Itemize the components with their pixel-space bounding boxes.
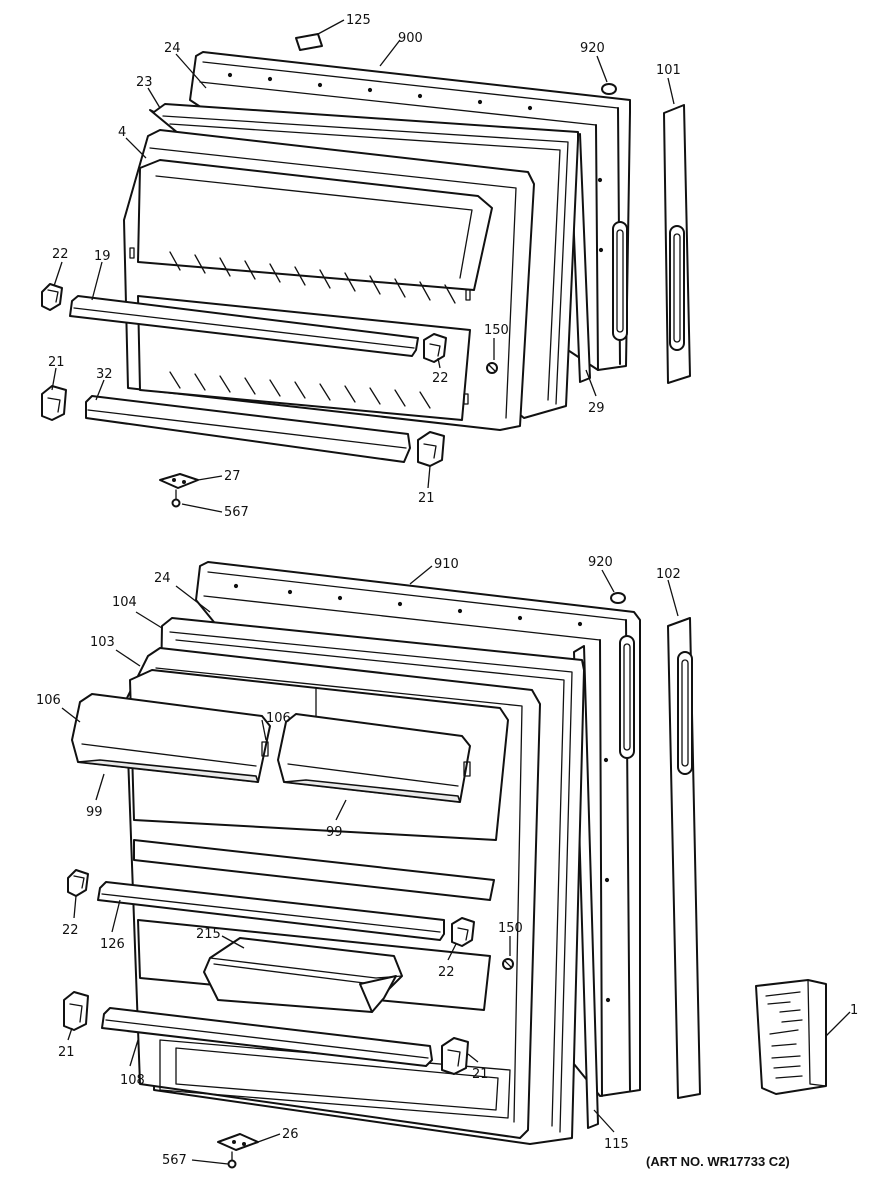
label-26: 26 bbox=[282, 1127, 299, 1142]
part-22-clip-bottom-left bbox=[67, 869, 89, 897]
label-150-top: 150 bbox=[484, 323, 509, 338]
part-215-bin bbox=[203, 937, 403, 1013]
label-104: 104 bbox=[112, 595, 137, 610]
label-910: 910 bbox=[434, 557, 459, 572]
label-99-b: 99 bbox=[326, 825, 343, 840]
label-900: 900 bbox=[398, 31, 423, 46]
label-22-d: 22 bbox=[438, 965, 455, 980]
part-22-clip-right bbox=[423, 333, 447, 363]
label-101: 101 bbox=[656, 63, 681, 78]
label-21-d: 21 bbox=[472, 1067, 489, 1082]
leader-lines-bottom bbox=[61, 565, 851, 1165]
part-1-booklet bbox=[755, 979, 827, 1095]
label-24-bottom: 24 bbox=[154, 571, 171, 586]
part-26-hinge-plate bbox=[217, 1133, 259, 1151]
part-32-shelf-bar bbox=[85, 395, 411, 463]
part-150-screw-top bbox=[486, 362, 498, 374]
callout-labels: 125 900 920 101 24 23 4 22 19 21 32 150 … bbox=[36, 13, 858, 1169]
part-102-handle-strip bbox=[667, 617, 701, 1099]
label-215: 215 bbox=[196, 927, 221, 942]
part-920-plug-top bbox=[601, 83, 617, 95]
fresh-food-door-assembly bbox=[61, 561, 851, 1169]
part-150-screw-bottom bbox=[502, 958, 514, 970]
label-22-a: 22 bbox=[52, 247, 69, 262]
part-101-handle-strip bbox=[663, 104, 691, 384]
label-103: 103 bbox=[90, 635, 115, 650]
part-106-dairy-door-left bbox=[71, 693, 271, 783]
label-29: 29 bbox=[588, 401, 605, 416]
label-920-bottom: 920 bbox=[588, 555, 613, 570]
label-920-top: 920 bbox=[580, 41, 605, 56]
label-22-c: 22 bbox=[62, 923, 79, 938]
part-21-clip-left bbox=[41, 385, 67, 421]
part-125-plate bbox=[295, 33, 323, 51]
label-125: 125 bbox=[346, 13, 371, 28]
label-567-bottom: 567 bbox=[162, 1153, 187, 1168]
part-21-clip-bottom-left bbox=[63, 991, 89, 1031]
label-126: 126 bbox=[100, 937, 125, 952]
part-21-clip-right bbox=[417, 431, 445, 467]
part-106-dairy-door-right bbox=[277, 713, 471, 803]
label-102: 102 bbox=[656, 567, 681, 582]
label-19: 19 bbox=[94, 249, 111, 264]
label-21-b: 21 bbox=[418, 491, 435, 506]
label-4: 4 bbox=[118, 125, 126, 140]
part-920-plug-bottom bbox=[610, 592, 626, 604]
freezer-door-assembly bbox=[41, 19, 691, 513]
leader-lines-top bbox=[51, 19, 675, 513]
label-1: 1 bbox=[850, 1003, 858, 1018]
part-27-hinge-plate bbox=[159, 473, 199, 489]
part-108-shelf-bar bbox=[101, 1007, 433, 1067]
part-567-screw-top bbox=[171, 489, 181, 508]
part-126-shelf-bar bbox=[97, 881, 445, 941]
label-108: 108 bbox=[120, 1073, 145, 1088]
label-23: 23 bbox=[136, 75, 153, 90]
label-115: 115 bbox=[604, 1137, 629, 1152]
label-27: 27 bbox=[224, 469, 241, 484]
label-21-a: 21 bbox=[48, 355, 65, 370]
label-24-top: 24 bbox=[164, 41, 181, 56]
part-21-clip-bottom-right bbox=[441, 1037, 469, 1075]
part-22-clip-left bbox=[41, 283, 63, 311]
label-150-bottom: 150 bbox=[498, 921, 523, 936]
part-19-shelf-bar bbox=[69, 295, 419, 357]
label-32: 32 bbox=[96, 367, 113, 382]
part-4-inner-liner bbox=[123, 129, 535, 431]
label-106-b: 106 bbox=[266, 711, 291, 726]
label-567-top: 567 bbox=[224, 505, 249, 520]
label-22-b: 22 bbox=[432, 371, 449, 386]
label-106-a: 106 bbox=[36, 693, 61, 708]
art-number: (ART NO. WR17733 C2) bbox=[646, 1154, 790, 1169]
label-99-a: 99 bbox=[86, 805, 103, 820]
part-567-screw-bottom bbox=[227, 1151, 237, 1169]
part-22-clip-bottom-right bbox=[451, 917, 475, 947]
label-21-c: 21 bbox=[58, 1045, 75, 1060]
